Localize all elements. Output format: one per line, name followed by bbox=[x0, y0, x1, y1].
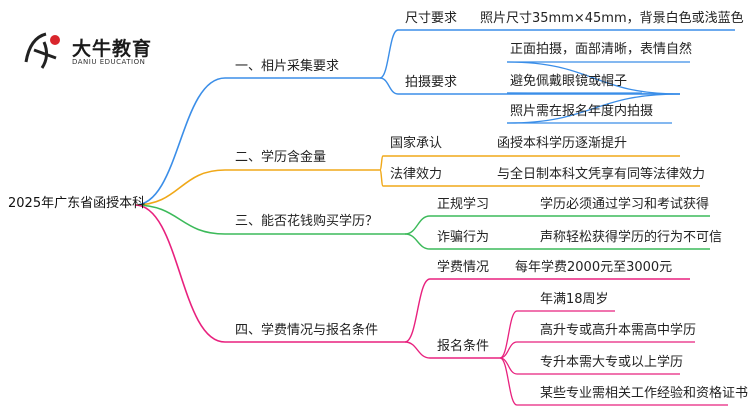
branch-1-child-2-leaf-1-link bbox=[506, 61, 681, 95]
branch-4-label: 四、学费情况与报名条件 bbox=[235, 323, 379, 338]
branch-1-child-1-leaf-1: 照片尺寸35mm×45mm，背景白色或浅蓝色 bbox=[480, 11, 744, 26]
branch-1-child-1: 尺寸要求 bbox=[405, 11, 458, 26]
branch-1-child-2-leaf-1: 正面拍摄，面部清晰，表情自然 bbox=[510, 42, 693, 57]
branch-2-child-2: 法律效力 bbox=[390, 167, 443, 182]
branch-3-child-1: 正规学习 bbox=[437, 197, 490, 212]
branch-1-link bbox=[134, 77, 226, 206]
branch-3-link bbox=[134, 204, 226, 235]
branch-2-child-1-leaf-1: 函授本科学历逐渐提升 bbox=[497, 136, 628, 151]
branch-4-child-1: 学费情况 bbox=[437, 260, 490, 275]
branch-3-label: 三、能否花钱购买学历？ bbox=[235, 214, 379, 229]
branch-4-child-1-link bbox=[404, 278, 431, 343]
branch-3-child-1-link bbox=[404, 215, 431, 235]
logo-subtitle: DANIU EDUCATION bbox=[72, 58, 146, 66]
branch-1-child-1-link bbox=[379, 29, 399, 79]
branch-1-label: 一、相片采集要求 bbox=[235, 59, 340, 74]
branch-4-child-2: 报名条件 bbox=[437, 339, 490, 354]
branch-4-child-2-leaf-4-link bbox=[499, 357, 518, 406]
branch-4-child-2-leaf-2: 高升专或高升本需高中学历 bbox=[540, 323, 697, 338]
branch-1-child-2-link bbox=[379, 77, 399, 95]
logo-title: 大牛教育 bbox=[72, 38, 153, 60]
branch-3-child-1-leaf-1: 学历必须通过学习和考试获得 bbox=[540, 197, 710, 212]
branch-4-child-2-leaf-1-link bbox=[499, 310, 518, 359]
branch-2-link bbox=[134, 169, 226, 206]
branch-3-child-2-leaf-1: 声称轻松获得学历的行为不可信 bbox=[540, 230, 723, 245]
branch-1-child-2-leaf-3-link bbox=[506, 93, 681, 124]
branch-3-child-2: 诈骗行为 bbox=[437, 230, 490, 245]
branch-4-child-2-leaf-1: 年满18周岁 bbox=[540, 292, 609, 307]
branch-1-child-2-leaf-2: 避免佩戴眼镜或帽子 bbox=[510, 74, 628, 89]
root-node: 2025年广东省函授本科 bbox=[8, 196, 146, 211]
logo: 大牛教育 DANIU EDUCATION bbox=[20, 28, 170, 72]
branch-2-child-1-link bbox=[379, 155, 384, 171]
branch-2-child-1: 国家承认 bbox=[390, 136, 443, 151]
branch-1-child-2-leaf-3: 照片需在报名年度内拍摄 bbox=[510, 104, 654, 119]
branch-3-child-2-link bbox=[404, 233, 431, 250]
branch-4-child-2-link bbox=[404, 341, 431, 359]
branch-2-child-2-link bbox=[379, 169, 384, 187]
branch-4-link bbox=[134, 204, 226, 343]
branch-2-label: 二、学历含金量 bbox=[235, 150, 327, 165]
branch-4-child-2-leaf-2-link bbox=[499, 341, 518, 359]
branch-4-child-2-leaf-4: 某些专业需相关工作经验和资格证书 bbox=[540, 386, 749, 401]
branch-2-child-2-leaf-1: 与全日制本科文凭享有同等法律效力 bbox=[497, 167, 706, 182]
branch-1-child-2: 拍摄要求 bbox=[405, 75, 458, 90]
branch-4-child-2-leaf-3: 专升本需大专或以上学历 bbox=[540, 355, 684, 370]
logo-mark-icon bbox=[24, 32, 60, 69]
branch-4-child-1-leaf-1: 每年学费2000元至3000元 bbox=[515, 260, 673, 275]
